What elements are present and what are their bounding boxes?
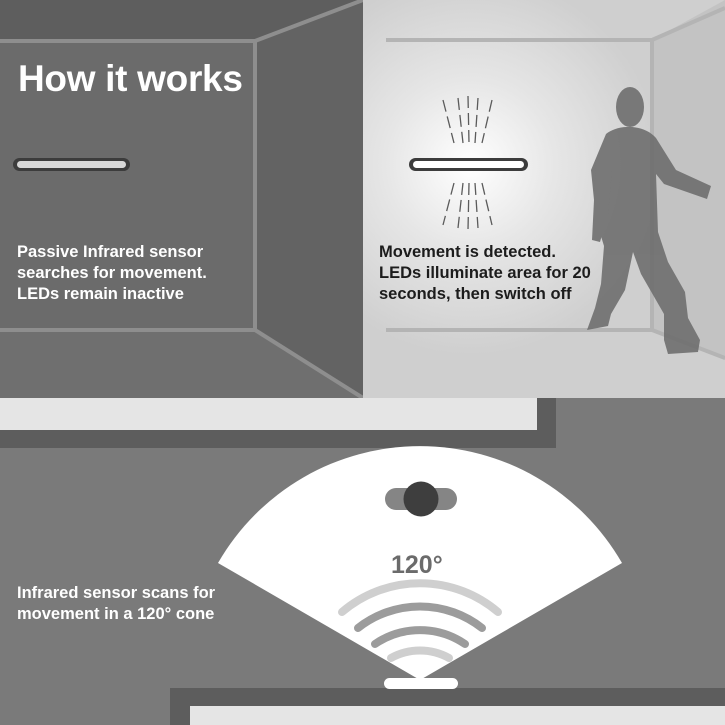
sensor-cone: [218, 446, 622, 680]
scan-panel: [0, 398, 725, 725]
light-rays: [442, 95, 493, 231]
page-title: How it works: [18, 58, 243, 99]
dark-room-panel: [0, 0, 365, 400]
lit-room-panel: [363, 0, 725, 398]
scan-caption: Infrared sensor scans for movement in a …: [17, 584, 216, 623]
walking-person-icon: [587, 87, 711, 354]
motion-wave-icon: [338, 579, 502, 662]
inactive-caption: Passive Infrared sensor searches for mov…: [17, 243, 207, 303]
sensor-base: [384, 678, 458, 689]
cone-angle-label: 120°: [391, 551, 443, 579]
led-light-bar-icon: [13, 158, 130, 171]
led-light-bar-icon: [409, 158, 528, 171]
motion-sensor-icon: [385, 481, 457, 517]
detected-caption: Movement is detected. LEDs illuminate ar…: [379, 243, 591, 303]
